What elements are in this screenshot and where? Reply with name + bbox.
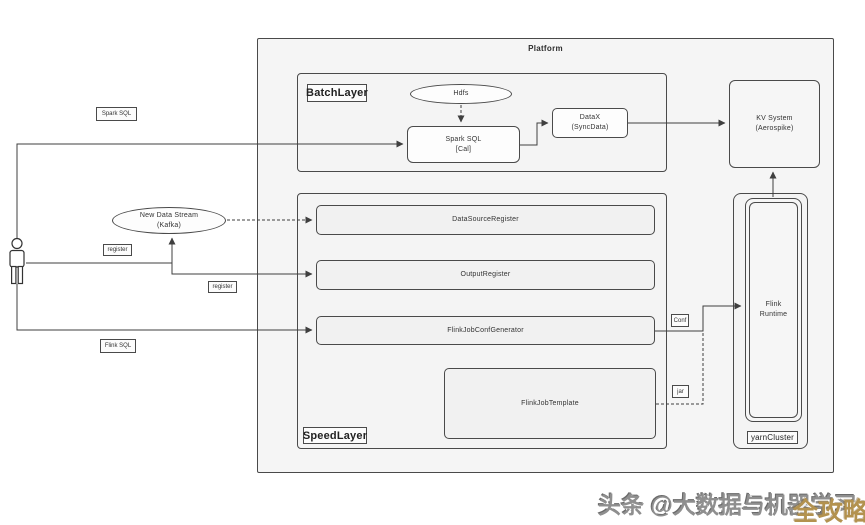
node-datasource-register-label: DataSourceRegister [452,216,519,224]
edge-jar-flinkruntime [656,332,704,405]
node-output-register: OutputRegister [316,260,655,290]
tag-jar: jar [672,385,689,398]
tag-flink-sql: Flink SQL [100,339,136,353]
platform-title: Platform [528,44,563,53]
node-flinkjob-conf-generator-label: FlinkJobConfGenerator [447,326,524,334]
tag-conf: Conf [671,314,689,327]
node-kafka-line1: New Data Stream [139,211,199,219]
watermark-handle: 头条 @大数据与机器学习 [598,492,857,518]
node-kv-system: KV System (Aerospike) [729,80,820,168]
node-flink-runtime-line1: Flink [765,301,782,309]
edge-register-outputregister [171,263,313,278]
edge-user-sparksql [16,140,404,239]
node-datasource-register: DataSourceRegister [316,205,655,235]
tag-register-kafka: register [103,244,132,256]
node-output-register-label: OutputRegister [460,271,511,279]
node-datax-line2: (SyncData) [571,124,609,131]
watermark-logo: 全攻略 [793,498,865,525]
node-spark-sql-line1: Spark SQL [445,135,482,143]
node-kafka-stream: New Data Stream (Kafka) [112,207,226,234]
actor-user-icon [9,237,25,285]
batchlayer-label: BatchLayer [306,84,368,102]
yarncluster-label: yarnCluster [747,431,798,444]
speedlayer-label: SpeedLayer [303,427,367,444]
node-datax: DataX (SyncData) [552,108,628,138]
node-flinkjob-template-label: FlinkJobTemplate [521,399,579,407]
node-kv-system-line1: KV System [756,115,793,123]
node-kafka-line2: (Kafka) [157,221,181,229]
node-flinkjob-conf-generator: FlinkJobConfGenerator [316,316,655,345]
node-datax-line1: DataX [579,114,601,122]
node-flink-runtime: Flink Runtime [745,198,802,422]
tag-register-output: register [208,281,237,293]
node-flinkjob-template: FlinkJobTemplate [444,368,656,439]
node-hdfs: Hdfs [410,84,512,104]
edge-sparksql-datax [520,119,549,146]
edge-flinksql-confgenerator [16,284,313,334]
tag-spark-sql: Spark SQL [96,107,137,121]
node-kv-system-line2: (Aerospike) [755,125,794,132]
node-spark-sql: Spark SQL [Cal] [407,126,520,163]
node-spark-sql-line2: [Cal] [455,145,472,153]
node-flink-runtime-line2: Runtime [759,311,788,318]
edge-conf-flinkruntime [655,302,742,332]
node-hdfs-label: Hdfs [453,90,469,98]
